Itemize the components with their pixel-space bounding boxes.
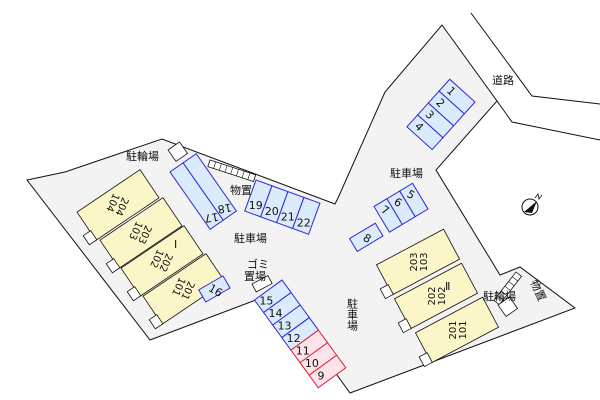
parking-label-vertical: 駐車場 bbox=[346, 297, 359, 332]
storage-label: 物置 bbox=[230, 183, 252, 197]
parking-space-number: 17 bbox=[204, 210, 220, 225]
parking-space-16-group: 16 bbox=[198, 275, 233, 306]
unit-number-upper: 201 bbox=[448, 320, 459, 339]
parking-label: 駐車場 bbox=[234, 231, 267, 245]
parking-space-number: 20 bbox=[265, 205, 279, 218]
garbage-label: ゴミ bbox=[247, 257, 269, 271]
parking-space-number: 11 bbox=[296, 345, 310, 358]
parking-space-number: 15 bbox=[259, 294, 273, 307]
parking-space-number: 16 bbox=[206, 282, 225, 300]
parking-label: 駐車場 bbox=[390, 166, 423, 180]
parking-space-16[interactable]: 16 bbox=[198, 275, 233, 306]
parking-space-4[interactable]: 4 bbox=[406, 114, 444, 151]
unit-number-lower: 101 bbox=[458, 320, 469, 339]
parking-space-13[interactable]: 13 bbox=[271, 304, 311, 339]
unit-number-lower: 103 bbox=[419, 252, 430, 271]
parking-row-5-7: 567 bbox=[373, 182, 429, 233]
parking-space-22[interactable]: 22 bbox=[291, 196, 321, 235]
parking-space-8[interactable]: 8 bbox=[348, 222, 384, 253]
parking-space-number: 9 bbox=[317, 370, 324, 383]
parking-space-7[interactable]: 7 bbox=[373, 198, 403, 233]
parking-space-number: 12 bbox=[287, 332, 301, 345]
parking-space-number: 13 bbox=[278, 320, 292, 333]
svg-text:駐車場: 駐車場 bbox=[346, 297, 359, 332]
parking-space-number: 14 bbox=[268, 307, 282, 320]
storage-right bbox=[493, 271, 523, 306]
garbage-label: 置場 bbox=[244, 270, 266, 283]
road-edge bbox=[470, 12, 600, 105]
parking-space-number: 19 bbox=[249, 199, 263, 212]
bike-parking-label: 駐輪場 bbox=[126, 149, 159, 163]
unit-number-upper: 202 bbox=[427, 286, 438, 305]
parking-space-8-group: 8 bbox=[348, 222, 384, 253]
parking-space-6[interactable]: 6 bbox=[386, 190, 416, 226]
parking-space-number: 10 bbox=[305, 357, 319, 370]
parking-space-18[interactable]: 18 bbox=[182, 152, 238, 221]
parking-space-9[interactable]: 9 bbox=[308, 354, 347, 389]
parking-space-20[interactable]: 20 bbox=[260, 185, 289, 224]
parking-space-number: 21 bbox=[281, 211, 295, 224]
bike-parking-label: 駐輪場 bbox=[483, 289, 516, 303]
bike-shelter-left bbox=[167, 141, 189, 163]
parking-space-5[interactable]: 5 bbox=[399, 182, 429, 218]
parking-space-2[interactable]: 2 bbox=[427, 90, 466, 127]
unit-number-lower: 102 bbox=[437, 286, 448, 305]
road-label: 道路 bbox=[492, 73, 514, 87]
north-arrow-icon bbox=[521, 193, 543, 216]
parking-space-number: 22 bbox=[297, 216, 311, 229]
road-edge bbox=[496, 100, 600, 141]
garbage-station bbox=[251, 275, 273, 293]
parking-space-number: 18 bbox=[217, 201, 233, 216]
storage-left bbox=[207, 159, 257, 182]
unit-number-upper: 203 bbox=[409, 252, 420, 271]
parking-space-11[interactable]: 11 bbox=[290, 329, 329, 364]
building-1-label: Ⅰ bbox=[174, 238, 177, 251]
bike-shelter-right bbox=[497, 296, 519, 318]
building-2-label: Ⅱ bbox=[445, 280, 450, 293]
parking-space-1[interactable]: 1 bbox=[438, 78, 476, 115]
